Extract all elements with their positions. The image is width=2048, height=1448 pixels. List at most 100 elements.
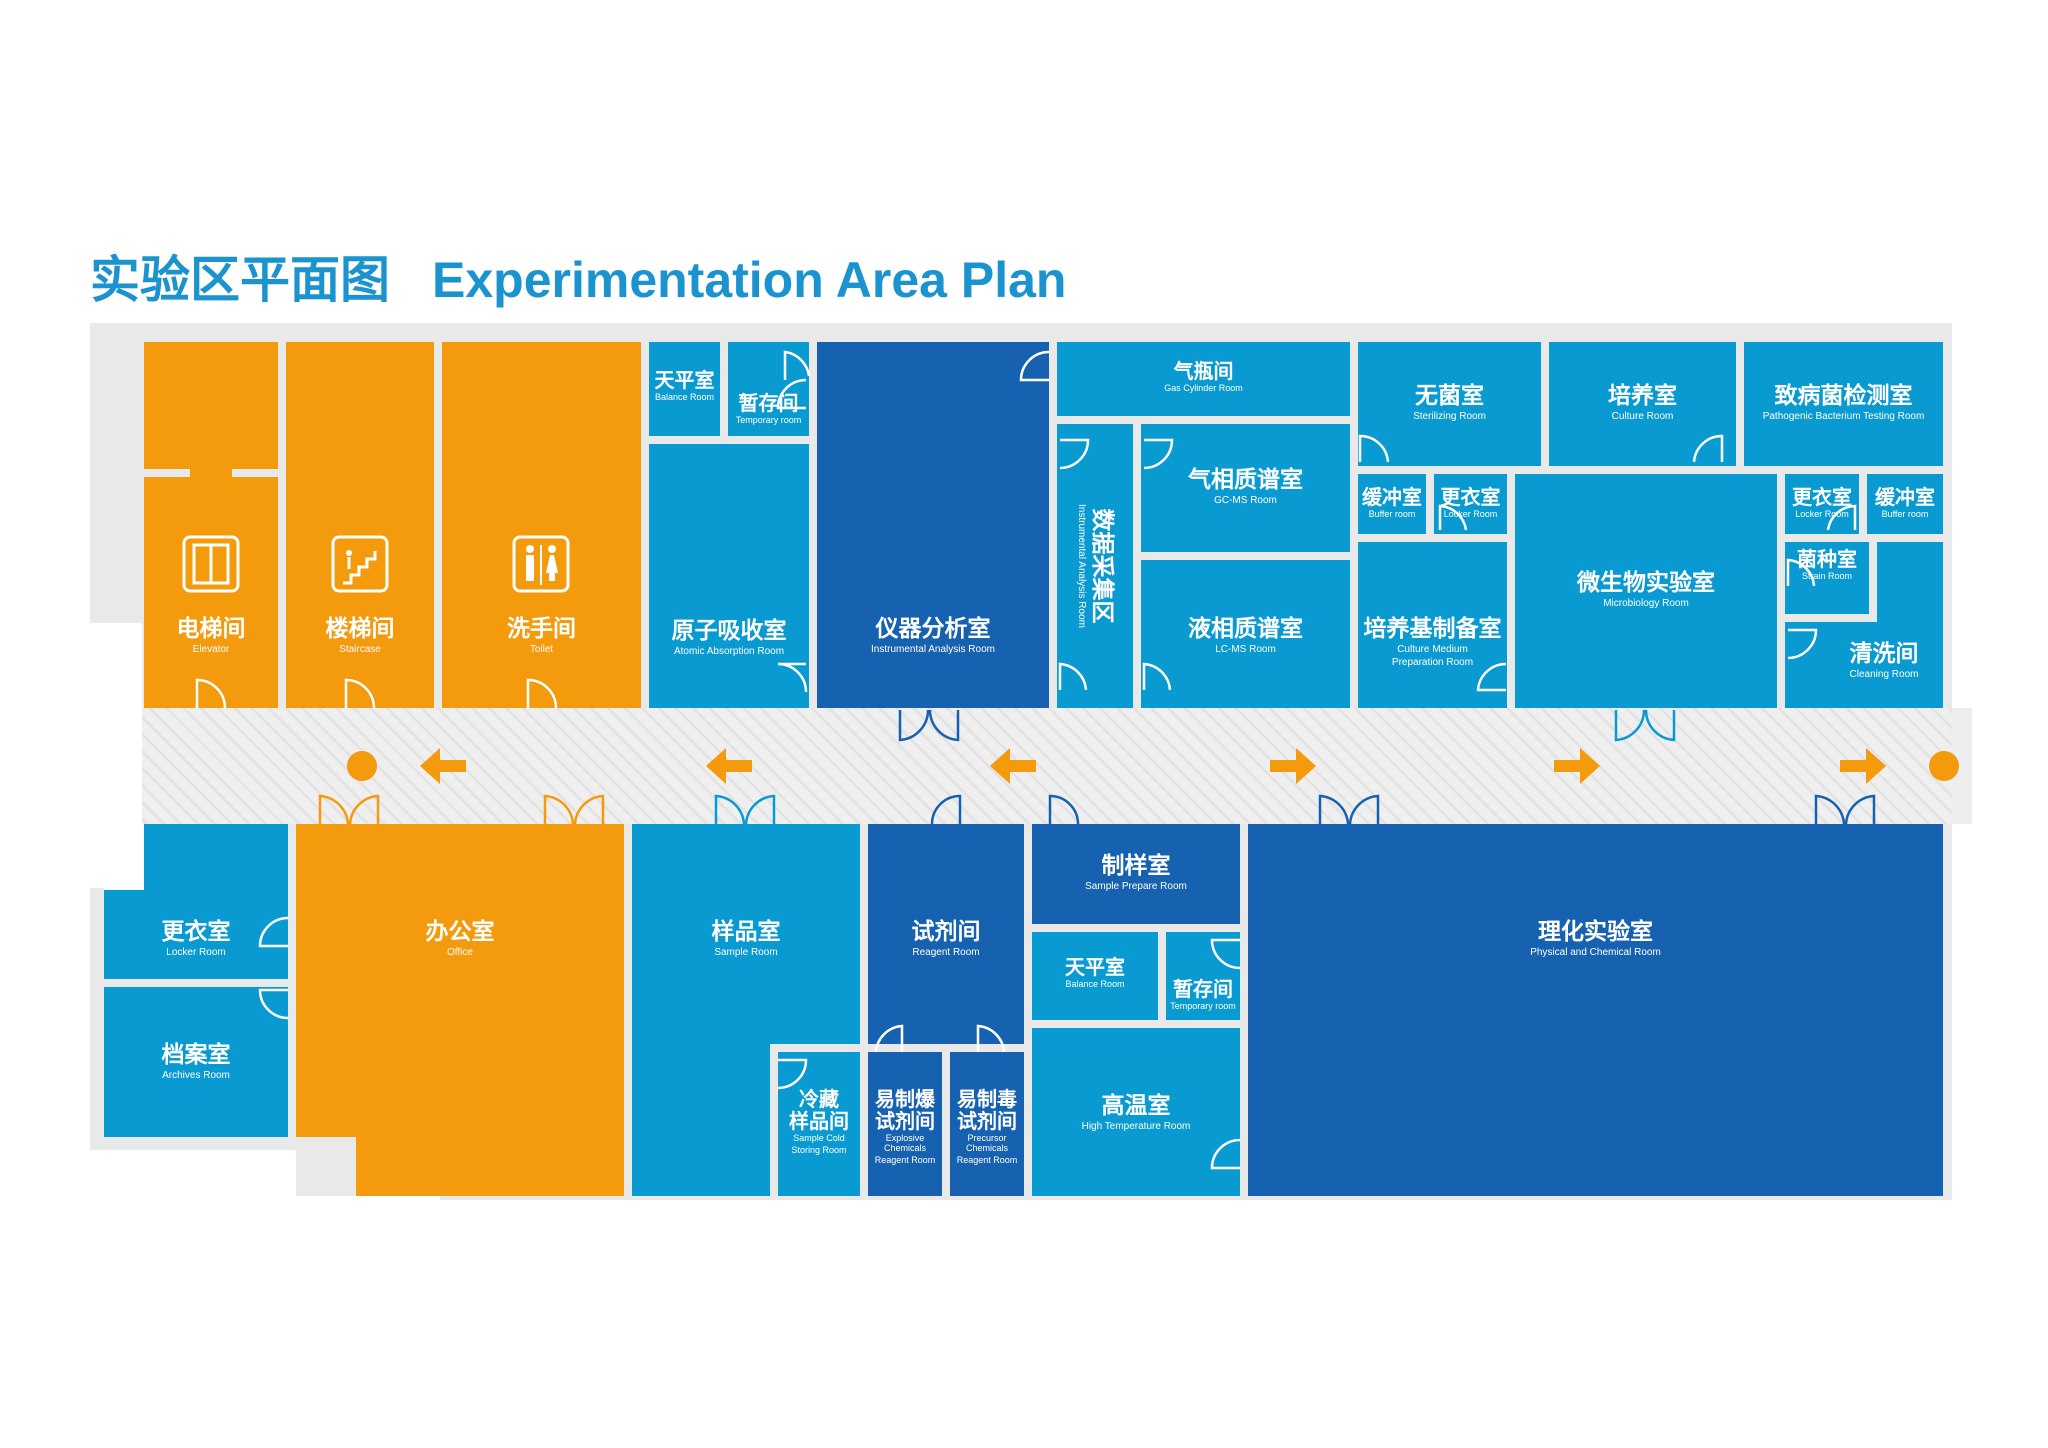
room-label-zh: 培养基制备室: [1363, 616, 1502, 642]
room-label-zh: 无菌室: [1415, 383, 1484, 409]
room-label-zh: 清洗间: [1849, 641, 1919, 667]
room-label-zh-2: 试剂间: [957, 1109, 1017, 1133]
room-label-en: Pathogenic Bacterium Testing Room: [1762, 411, 1925, 423]
room-label-en: Culture Room: [1611, 411, 1674, 423]
room-label-zh-2: 样品间: [789, 1109, 849, 1133]
room-temporary-top[interactable]: 暂存间 Temporary room: [728, 342, 809, 436]
room-label-zh-2: 试剂间: [875, 1109, 935, 1133]
room-precursor[interactable]: 易制毒 试剂间 Precursor Chemicals Reagent Room: [950, 1052, 1024, 1196]
cleaning-extension: [1877, 542, 1943, 628]
room-locker-right[interactable]: 更衣室 Locker Room: [1785, 474, 1859, 534]
door-icon: [1358, 434, 1390, 463]
room-locker-mid[interactable]: 更衣室 Locker Room: [1434, 474, 1507, 534]
room-staircase[interactable]: 楼梯间 Staircase: [286, 342, 434, 708]
room-high-temperature[interactable]: 高温室 High Temperature Room: [1032, 1028, 1240, 1196]
room-buffer-left[interactable]: 缓冲室 Buffer room: [1358, 474, 1426, 534]
room-toilet[interactable]: 洗手间 Toilet: [442, 342, 641, 708]
room-office[interactable]: 办公室 Office: [296, 824, 624, 1196]
double-door-icon: [898, 709, 960, 742]
double-door-icon: [1814, 794, 1876, 825]
door-icon: [776, 378, 807, 410]
room-label-zh: 易制爆: [875, 1087, 935, 1111]
room-label-en: Gas Cylinder Room: [1164, 383, 1243, 393]
room-elevator[interactable]: 电梯间 Elevator: [144, 342, 278, 708]
door-icon: [1786, 558, 1816, 587]
room-label-zh: 致病菌检测室: [1774, 383, 1913, 409]
door-icon: [1476, 662, 1507, 692]
room-label-zh: 缓冲室: [1875, 485, 1935, 509]
room-strain[interactable]: 菌种室 Strain Room: [1785, 542, 1869, 614]
room-culture-medium[interactable]: 培养基制备室 Culture Medium Preparation Room: [1358, 542, 1507, 708]
room-label-en-2: Preparation Room: [1391, 657, 1474, 669]
arrow-left-icon: [990, 748, 1036, 784]
arrow-right-icon: [1270, 748, 1316, 784]
room-label-en: Strain Room: [1801, 571, 1853, 581]
door-icon: [930, 794, 962, 825]
room-label-en: Buffer room: [1881, 509, 1929, 519]
room-cleaning[interactable]: 清洗间 Cleaning Room: [1785, 622, 1943, 708]
door-icon: [1048, 794, 1080, 825]
door-icon: [195, 678, 227, 709]
room-label-en: Archives Room: [162, 1070, 230, 1082]
title-zh: 实验区平面图: [90, 251, 390, 309]
room-balance-bottom[interactable]: 天平室 Balance Room: [1032, 932, 1158, 1020]
room-label-en: Balance Room: [1065, 979, 1125, 989]
door-icon: [1143, 438, 1174, 470]
door-icon: [777, 662, 808, 693]
room-gas-cylinder[interactable]: 气瓶间 Gas Cylinder Room: [1057, 342, 1350, 416]
room-culture[interactable]: 培养室 Culture Room: [1549, 342, 1736, 466]
room-temporary-bottom[interactable]: 暂存间 Temporary room: [1166, 932, 1240, 1020]
room-label-zh: 暂存间: [1173, 977, 1233, 1001]
room-label-en: Locker Room: [166, 947, 226, 959]
room-label-zh: 洗手间: [507, 616, 576, 642]
door-icon: [1210, 1138, 1241, 1170]
room-sterilizing[interactable]: 无菌室 Sterilizing Room: [1358, 342, 1541, 466]
room-pathogenic[interactable]: 致病菌检测室 Pathogenic Bacterium Testing Room: [1744, 342, 1943, 466]
staircase-icon: [331, 535, 389, 593]
room-label-zh: 理化实验室: [1538, 919, 1653, 945]
door-icon: [1692, 434, 1724, 463]
room-lcms[interactable]: 液相质谱室 LC-MS Room: [1141, 560, 1350, 708]
room-reagent[interactable]: 试剂间 Reagent Room: [868, 824, 1024, 1044]
door-icon: [526, 678, 558, 709]
room-label-zh: 电梯间: [176, 616, 246, 642]
room-archives[interactable]: 档案室 Archives Room: [104, 987, 288, 1137]
room-buffer-right[interactable]: 缓冲室 Buffer room: [1867, 474, 1943, 534]
room-label-en: Temporary room: [1170, 1001, 1236, 1011]
room-gcms[interactable]: 气相质谱室 GC-MS Room: [1141, 424, 1350, 552]
door-icon: [777, 1058, 808, 1090]
room-physical-chemical[interactable]: 理化实验室 Physical and Chemical Room: [1248, 824, 1943, 1196]
door-icon: [1142, 662, 1172, 691]
door-icon: [1438, 504, 1468, 531]
room-data-collection[interactable]: 数据采集区 Instrumental Analysis Room: [1057, 424, 1133, 708]
double-door-icon: [1318, 794, 1380, 825]
room-label-en: Office: [447, 947, 473, 959]
room-balance-top[interactable]: 天平室 Balance Room: [649, 342, 720, 436]
double-door-icon: [318, 794, 380, 825]
double-door-icon: [714, 794, 776, 825]
room-label-zh: 样品室: [711, 919, 781, 945]
room-instrumental-analysis[interactable]: 仪器分析室 Instrumental Analysis Room: [817, 342, 1049, 708]
double-door-icon: [543, 794, 605, 825]
door-icon: [1059, 438, 1090, 470]
room-locker-bottom[interactable]: 更衣室 Locker Room: [104, 824, 288, 979]
room-label-zh: 原子吸收室: [671, 618, 787, 644]
room-label-zh: 气相质谱室: [1188, 467, 1303, 493]
door-icon: [1210, 938, 1241, 970]
room-label-en: Reagent Room: [912, 947, 980, 959]
locker-bottom-notch-edge: [90, 824, 144, 886]
door-icon: [1826, 504, 1857, 531]
room-microbiology[interactable]: 微生物实验室 Microbiology Room: [1515, 474, 1777, 708]
room-label-en: Buffer room: [1368, 509, 1416, 519]
door-icon: [874, 1024, 904, 1053]
room-sample-prepare[interactable]: 制样室 Sample Prepare Room: [1032, 824, 1240, 924]
room-label-zh: 液相质谱室: [1188, 616, 1303, 642]
door-icon: [783, 350, 811, 380]
room-label-zh: 办公室: [425, 919, 495, 945]
floor-outline-notch: [90, 623, 142, 743]
room-explosive[interactable]: 易制爆 试剂间 Explosive Chemicals Reagent Room: [868, 1052, 942, 1196]
room-label-zh: 高温室: [1101, 1093, 1171, 1119]
room-cold-storage[interactable]: 冷藏 样品间 Sample Cold Storing Room: [778, 1052, 860, 1196]
